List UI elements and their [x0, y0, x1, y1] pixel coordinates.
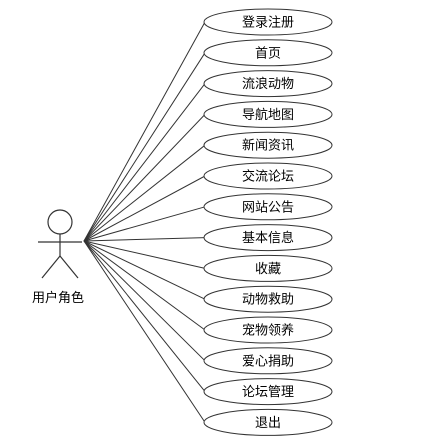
association-line	[83, 240, 206, 269]
use-case-ellipse	[203, 378, 333, 406]
actor-figure: 用户角色	[32, 209, 84, 306]
use-case-ellipse	[203, 162, 333, 190]
use-case-item: 流浪动物	[203, 70, 333, 98]
actor-right-leg	[59, 255, 79, 279]
use-case-ellipse	[203, 39, 333, 67]
use-case-label: 交流论坛	[242, 169, 294, 185]
use-case-ellipse	[203, 100, 333, 128]
use-case-item: 宠物领养	[203, 316, 333, 344]
use-case-label: 导航地图	[242, 107, 294, 123]
use-case-label: 登录注册	[242, 16, 294, 31]
use-case-label: 退出	[255, 416, 281, 431]
use-cases: 登录注册首页流浪动物导航地图新闻资讯交流论坛网站公告基本信息收藏动物救助宠物领养…	[203, 8, 333, 436]
use-case-ellipse	[203, 193, 333, 221]
use-case-item: 爱心捐助	[203, 347, 333, 375]
use-case-ellipse	[203, 254, 333, 282]
use-case-ellipse	[203, 70, 333, 98]
association-line	[83, 240, 206, 423]
use-case-label: 流浪动物	[242, 77, 294, 92]
association-line	[83, 21, 206, 242]
association-line	[83, 175, 206, 242]
use-case-item: 收藏	[203, 254, 333, 282]
use-case-item: 论坛管理	[203, 378, 333, 406]
use-case-label: 爱心捐助	[242, 354, 294, 369]
use-case-item: 退出	[203, 408, 333, 436]
use-case-label: 动物救助	[242, 292, 294, 308]
use-case-label: 论坛管理	[242, 385, 294, 400]
use-case-ellipse	[203, 316, 333, 344]
association-lines	[83, 21, 206, 423]
use-case-item: 首页	[203, 39, 333, 67]
association-line	[83, 240, 206, 331]
use-case-item: 导航地图	[203, 100, 333, 128]
actor-head	[47, 209, 73, 235]
association-line	[83, 52, 206, 242]
association-line	[83, 240, 206, 392]
association-line	[83, 114, 206, 242]
use-case-ellipse	[203, 224, 333, 252]
use-case-item: 新闻资讯	[203, 131, 333, 159]
association-line	[83, 144, 206, 242]
use-case-label: 首页	[255, 46, 281, 61]
use-case-label: 收藏	[255, 262, 281, 277]
use-case-item: 基本信息	[203, 224, 333, 252]
use-case-ellipse	[203, 408, 333, 436]
use-case-item: 交流论坛	[203, 162, 333, 190]
association-line	[83, 206, 206, 242]
use-case-ellipse	[203, 8, 333, 36]
actor-left-leg	[41, 255, 61, 279]
use-case-ellipse	[203, 285, 333, 313]
use-case-label: 网站公告	[242, 200, 294, 215]
use-case-item: 动物救助	[203, 285, 333, 313]
use-case-item: 网站公告	[203, 193, 333, 221]
use-case-label: 宠物领养	[242, 323, 294, 339]
association-line	[83, 83, 206, 242]
association-line	[83, 240, 206, 362]
use-case-ellipse	[203, 131, 333, 159]
use-case-ellipse	[203, 347, 333, 375]
use-case-item: 登录注册	[203, 8, 333, 36]
use-case-label: 基本信息	[242, 230, 294, 246]
association-line	[83, 237, 206, 242]
actor-label: 用户角色	[32, 290, 84, 306]
association-line	[83, 240, 206, 300]
use-case-label: 新闻资讯	[242, 138, 294, 154]
